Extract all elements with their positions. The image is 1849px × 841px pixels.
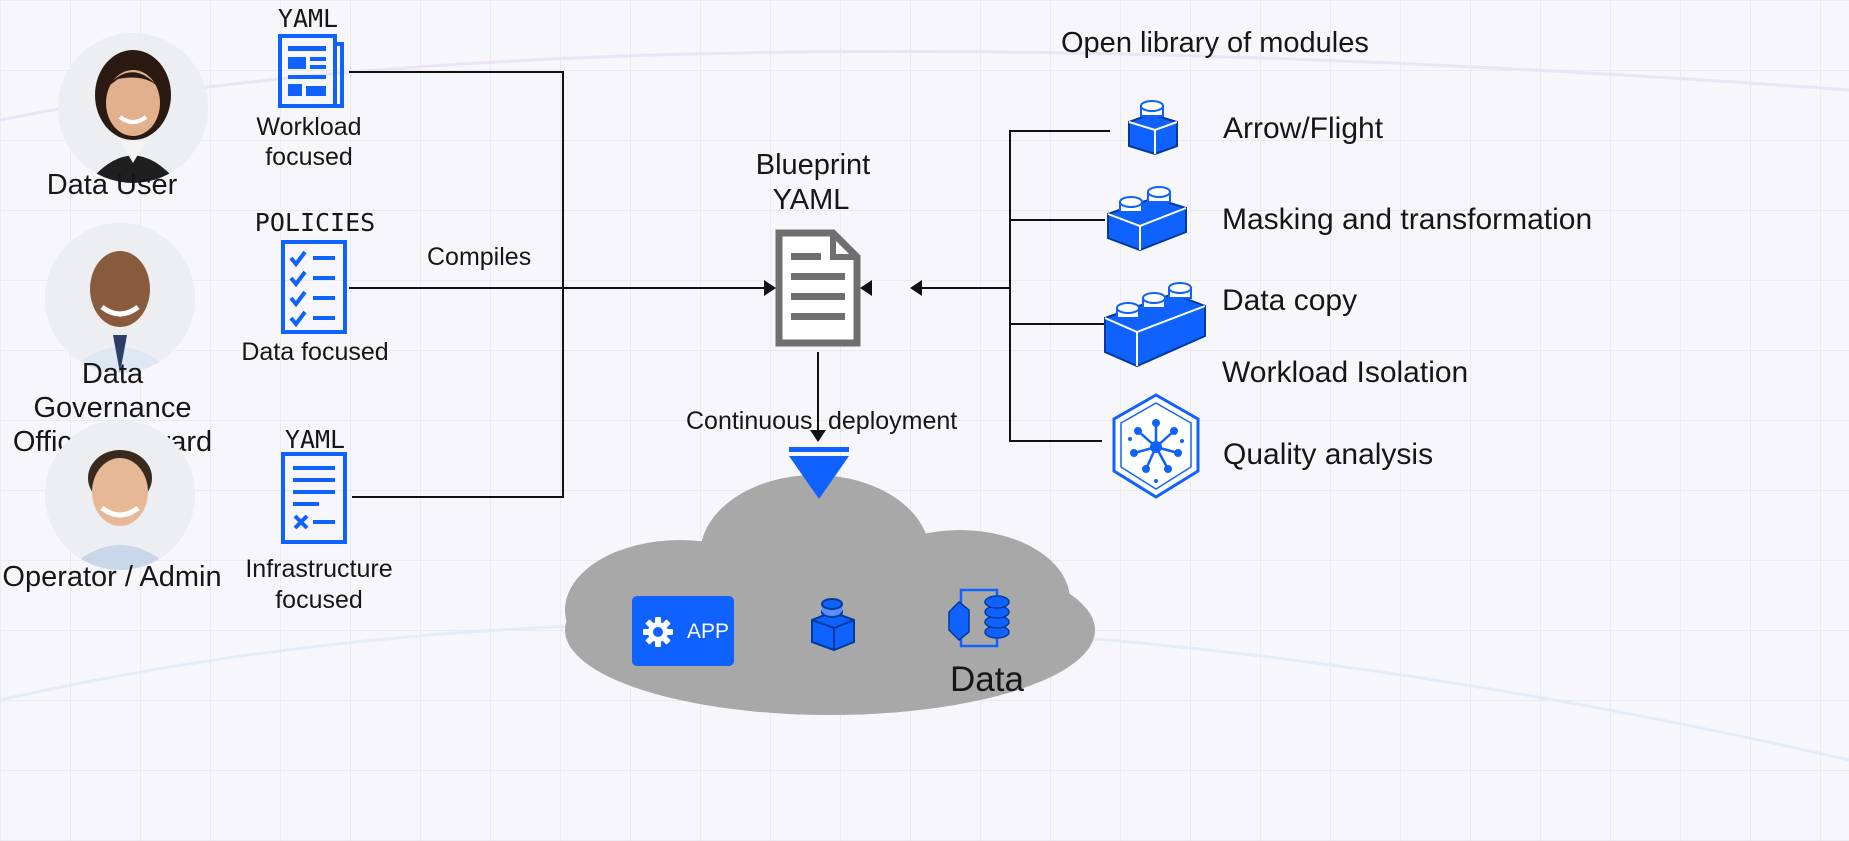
module-label-workload-isolation: Workload Isolation xyxy=(1222,356,1469,389)
single-brick-icon xyxy=(1128,100,1178,156)
infrastructure-document-icon xyxy=(281,452,347,544)
deploy-funnel-icon xyxy=(789,447,849,499)
avatar-man-tie-icon xyxy=(45,223,195,373)
hexagon-network-icon xyxy=(1112,393,1200,499)
policies-checklist-icon xyxy=(281,240,347,334)
avatar-data-governance-officer xyxy=(45,223,195,373)
document-title-infrastructure: YAML xyxy=(284,425,346,454)
library-title: Open library of modules xyxy=(1061,27,1369,59)
app-tile[interactable]: APP xyxy=(632,596,734,666)
document-title-policies: POLICIES xyxy=(254,208,376,237)
blueprint-title-line1: Blueprint xyxy=(755,149,871,181)
double-brick-icon xyxy=(1107,186,1187,252)
avatar-operator-admin xyxy=(45,420,195,570)
document-caption-infrastructure-line2: focused xyxy=(275,586,363,614)
module-label-arrow-flight: Arrow/Flight xyxy=(1223,112,1384,145)
deployment-label-left: Continuous xyxy=(686,407,813,435)
triple-brick-icon xyxy=(1104,282,1206,368)
avatar-man-icon xyxy=(45,420,195,570)
avatar-data-user xyxy=(58,33,208,183)
yaml-document-icon xyxy=(278,34,344,108)
persona-label-data-user: Data User xyxy=(46,169,178,201)
document-caption-policies: Data focused xyxy=(241,338,389,366)
compiles-label: Compiles xyxy=(427,243,532,271)
database-icon xyxy=(948,588,1010,648)
blueprint-title-line2: YAML xyxy=(772,184,850,216)
persona-label-operator-admin: Operator / Admin xyxy=(2,561,222,593)
module-label-quality-analysis: Quality analysis xyxy=(1223,438,1434,471)
avatar-woman-icon xyxy=(58,33,208,183)
data-label: Data xyxy=(950,660,1024,699)
document-caption-workload-line2: focused xyxy=(265,143,353,171)
document-title-workload: YAML xyxy=(277,4,339,33)
module-label-data-copy: Data copy xyxy=(1222,284,1358,317)
document-caption-workload-line1: Workload xyxy=(256,113,362,141)
single-brick-icon xyxy=(811,598,855,652)
module-label-masking: Masking and transformation xyxy=(1222,203,1593,236)
gear-icon xyxy=(643,617,673,647)
deployment-label-right: deployment xyxy=(828,407,958,435)
blueprint-document-icon xyxy=(775,229,861,347)
document-caption-infrastructure-line1: Infrastructure xyxy=(245,555,393,583)
app-label: APP xyxy=(687,620,730,643)
